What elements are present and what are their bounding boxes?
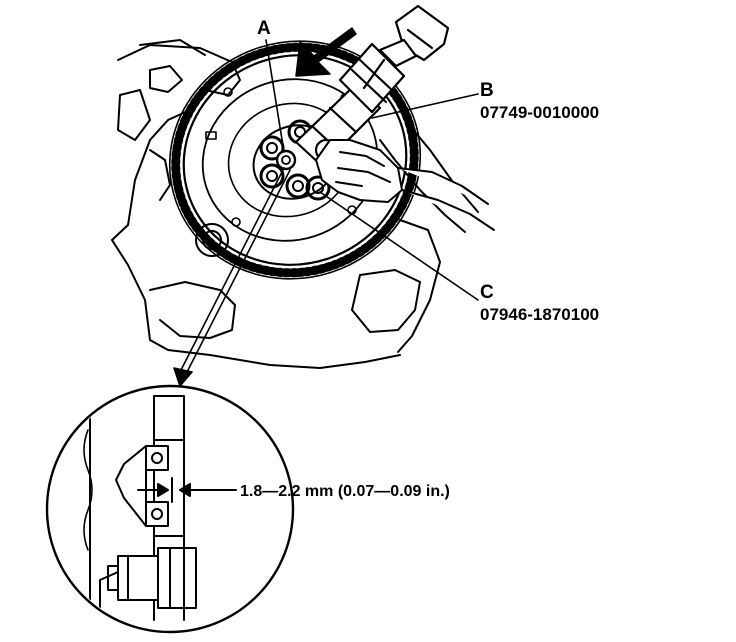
hand	[315, 139, 495, 231]
bold-arrow-icon	[295, 27, 357, 77]
callout-c-part-number: 07946-1870100	[480, 305, 599, 324]
hammer-icon	[362, 4, 450, 90]
callout-b-letter: B	[480, 80, 494, 101]
detail-pointer	[173, 167, 291, 387]
pilot-bearing	[275, 149, 297, 171]
callout-c-letter: C	[480, 282, 494, 303]
detail-view	[45, 384, 295, 634]
leader-lines	[265, 39, 479, 301]
callout-b-part-number: 07749-0010000	[480, 103, 599, 122]
labels: A B 07749-0010000 C 07946-1870100 1.8—2.…	[240, 18, 599, 500]
engine-block	[111, 39, 479, 369]
callout-a-letter: A	[257, 18, 271, 39]
dimension-arrows	[137, 477, 237, 503]
dimension-label: 1.8—2.2 mm (0.07—0.09 in.)	[240, 483, 450, 500]
flywheel	[168, 40, 422, 280]
